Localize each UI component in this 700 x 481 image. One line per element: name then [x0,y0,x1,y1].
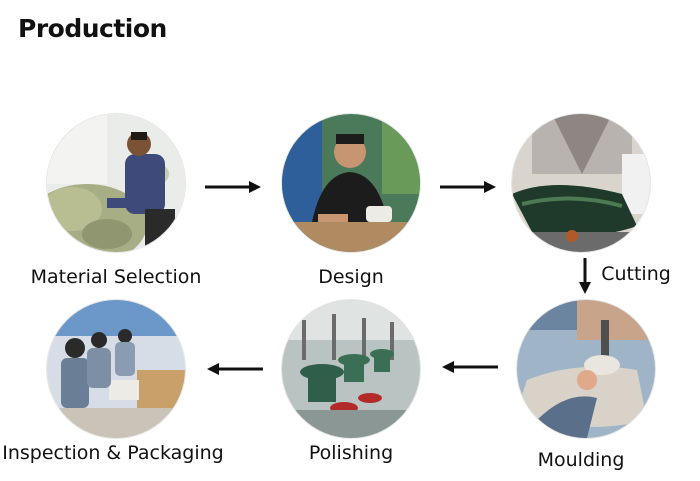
arrow-down-icon [579,258,591,294]
page-title: Production [18,14,167,43]
inspection-packaging-photo [47,300,185,438]
moulding-photo [517,300,655,438]
step-label-moulding: Moulding [537,449,625,471]
polishing-photo [282,300,420,438]
arrow-right-icon [440,181,496,193]
material-selection-photo [47,114,185,252]
step-label-polishing: Polishing [308,442,394,464]
design-photo [282,114,420,252]
step-label-design: Design [318,266,384,288]
step-label-cutting: Cutting [601,263,671,285]
arrow-right-icon [205,181,261,193]
step-label-material-selection: Material Selection [30,266,202,288]
arrow-left-icon [207,363,263,375]
cutting-photo [512,114,650,252]
arrow-left-icon [442,361,498,373]
step-label-inspection-packaging: Inspection & Packaging [2,442,224,464]
